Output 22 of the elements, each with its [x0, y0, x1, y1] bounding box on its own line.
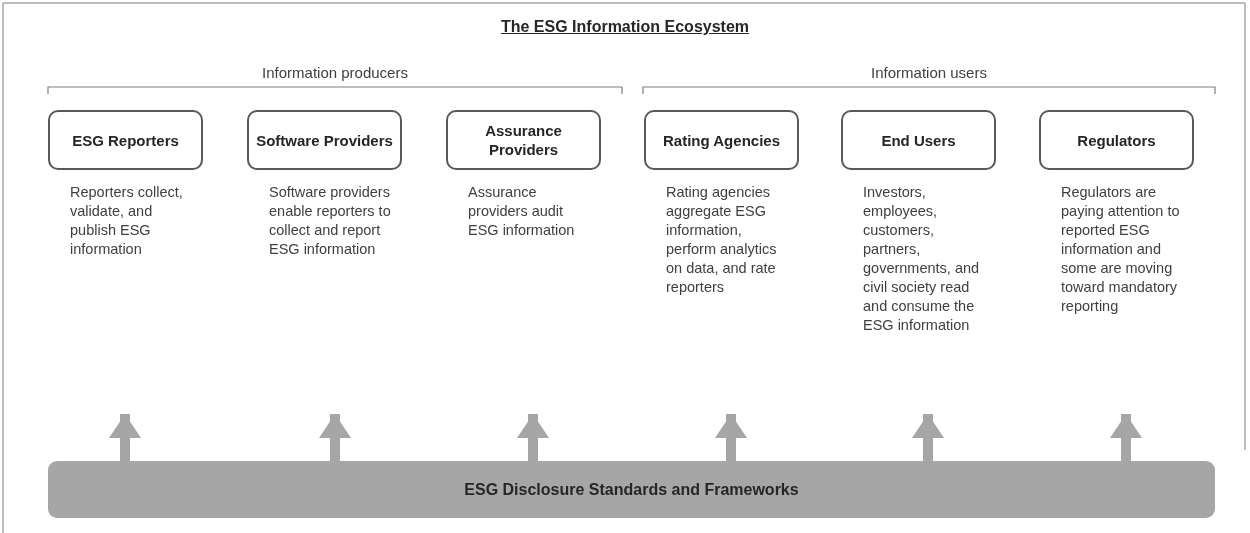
up-arrow: [517, 414, 549, 461]
description-text: Investors, employees, customers, partners, governments, and civil society read and consume the ESG information: [863, 183, 981, 335]
diagram-title: The ESG Information Ecosystem: [500, 18, 750, 35]
actor-box: Software Providers: [247, 110, 402, 170]
foundation-band: ESG Disclosure Standards and Frameworks: [48, 461, 1215, 518]
description-text: Reporters collect, validate, and publish ESG information: [70, 183, 184, 259]
actor-box: Regulators: [1039, 110, 1194, 170]
group-label: Information users: [871, 64, 987, 81]
up-arrow: [912, 414, 944, 461]
actor-box: ESG Reporters: [48, 110, 203, 170]
up-arrow: [715, 414, 747, 461]
actor-box: Rating Agencies: [644, 110, 799, 170]
description-text: Rating agencies aggregate ESG information, perform analytics on data, and rate reporters: [666, 183, 778, 297]
up-arrow: [1110, 414, 1142, 461]
up-arrow: [109, 414, 141, 461]
actor-box: Assurance Providers: [446, 110, 601, 170]
group-label: Information producers: [262, 64, 408, 81]
description-text: Assurance providers audit ESG information: [468, 183, 576, 240]
description-text: Regulators are paying attention to reported ESG information and some are moving toward mandatory reporting: [1061, 183, 1181, 316]
description-text: Software providers enable reporters to collect and report ESG information: [269, 183, 392, 259]
actor-box: End Users: [841, 110, 996, 170]
up-arrow: [319, 414, 351, 461]
